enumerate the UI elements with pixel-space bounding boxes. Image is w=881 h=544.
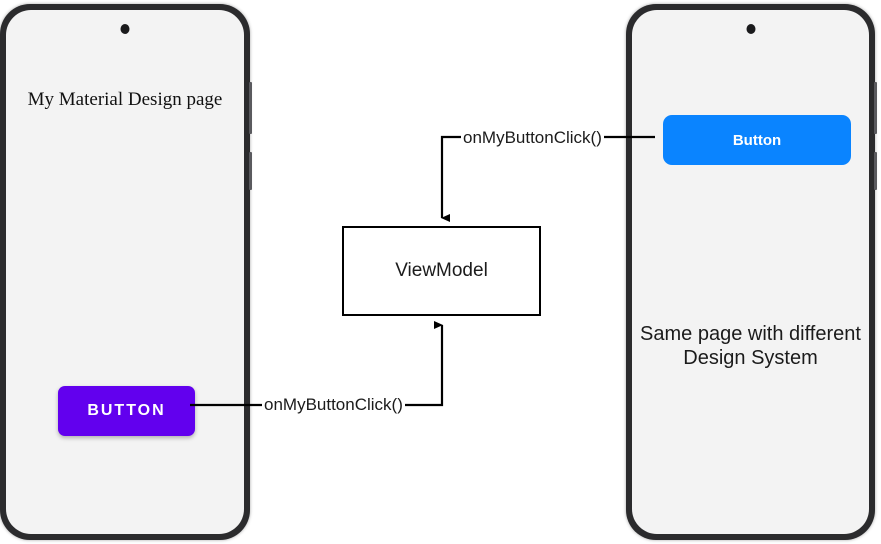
phone-material-design: My Material Design page BUTTON <box>0 4 252 540</box>
connector-top-label: onMyButtonClick() <box>461 128 604 147</box>
viewmodel-box: ViewModel <box>342 226 541 316</box>
connector-top <box>440 135 655 222</box>
phone-right-screen-text: Same page with different Design System <box>640 323 861 370</box>
front-camera-icon <box>746 24 755 34</box>
phone-right-volume-button[interactable] <box>874 82 877 134</box>
phone-left-screen-text: My Material Design page <box>27 89 223 110</box>
phone-alternate-design: Button Same page with different Design S… <box>626 4 877 540</box>
phone-left-screen: My Material Design page BUTTON <box>6 10 244 534</box>
phone-right-power-button[interactable] <box>874 152 877 190</box>
material-button[interactable]: BUTTON <box>58 386 195 436</box>
phone-right-screen: Button Same page with different Design S… <box>632 10 869 534</box>
ios-button[interactable]: Button <box>663 115 851 165</box>
phone-left-power-button[interactable] <box>249 152 252 190</box>
connector-bottom-label: onMyButtonClick() <box>262 395 405 414</box>
front-camera-icon <box>120 24 130 34</box>
phone-left-volume-button[interactable] <box>249 82 252 134</box>
